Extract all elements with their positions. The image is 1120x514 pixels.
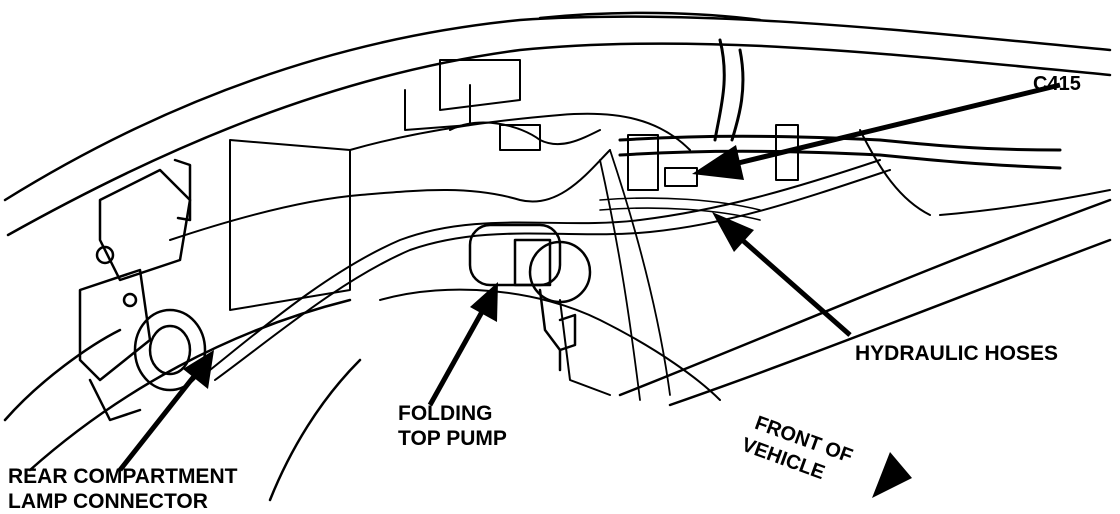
folding-top-pump [468, 223, 592, 372]
label-hydraulic-hoses: HYDRAULIC HOSES [855, 342, 1058, 365]
label-front-of-vehicle: FRONT OF VEHICLE [739, 412, 856, 484]
lamp-latch-assembly [78, 158, 207, 422]
leader-arrows [118, 82, 1061, 498]
label-c415: C415 [1033, 73, 1081, 95]
label-folding-top-pump-line1: FOLDING [398, 402, 493, 425]
compartment-tub [229, 59, 931, 401]
arrow-hydraulic-hoses [712, 212, 852, 337]
body-panels [3, 11, 1112, 502]
arrow-folding-top-pump [427, 282, 498, 407]
label-lamp-connector-line2: LAMP CONNECTOR [8, 490, 208, 513]
harness-and-hoses [169, 38, 1062, 381]
arrow-lamp-connector [118, 350, 214, 472]
label-lamp-connector-line1: REAR COMPARTMENT [8, 465, 238, 488]
label-folding-top-pump-line2: TOP PUMP [398, 427, 507, 450]
line-art [3, 11, 1112, 502]
arrow-c415 [692, 82, 1061, 180]
front-of-vehicle-arrow [872, 452, 912, 498]
